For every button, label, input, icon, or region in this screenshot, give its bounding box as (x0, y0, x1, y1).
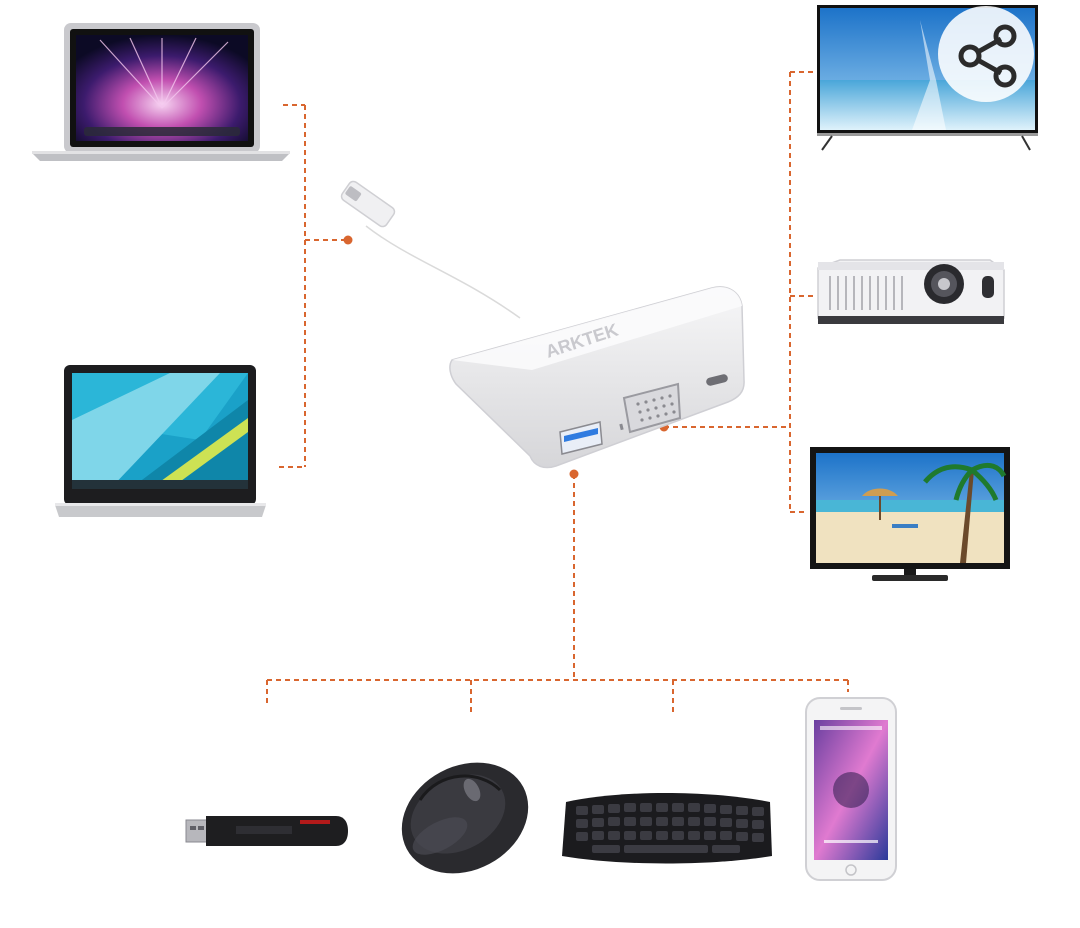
wireless-mouse (401, 762, 529, 874)
share-icon (958, 24, 1017, 88)
projector (817, 259, 1005, 324)
monitor (810, 447, 1010, 581)
connector-lines (266, 71, 849, 714)
vga-port (622, 382, 682, 434)
share-button[interactable] (938, 6, 1034, 102)
laptop-macbook (32, 23, 290, 161)
usb-a-port (559, 421, 603, 455)
usb-c-plug (340, 180, 396, 228)
smartphone (805, 697, 897, 881)
laptop-chromebook (55, 365, 266, 517)
usb-c-adapter: ARKTEK (340, 180, 745, 469)
usb-flash-drive (185, 816, 348, 846)
keyboard (562, 793, 772, 864)
usb-c-port (706, 374, 728, 386)
